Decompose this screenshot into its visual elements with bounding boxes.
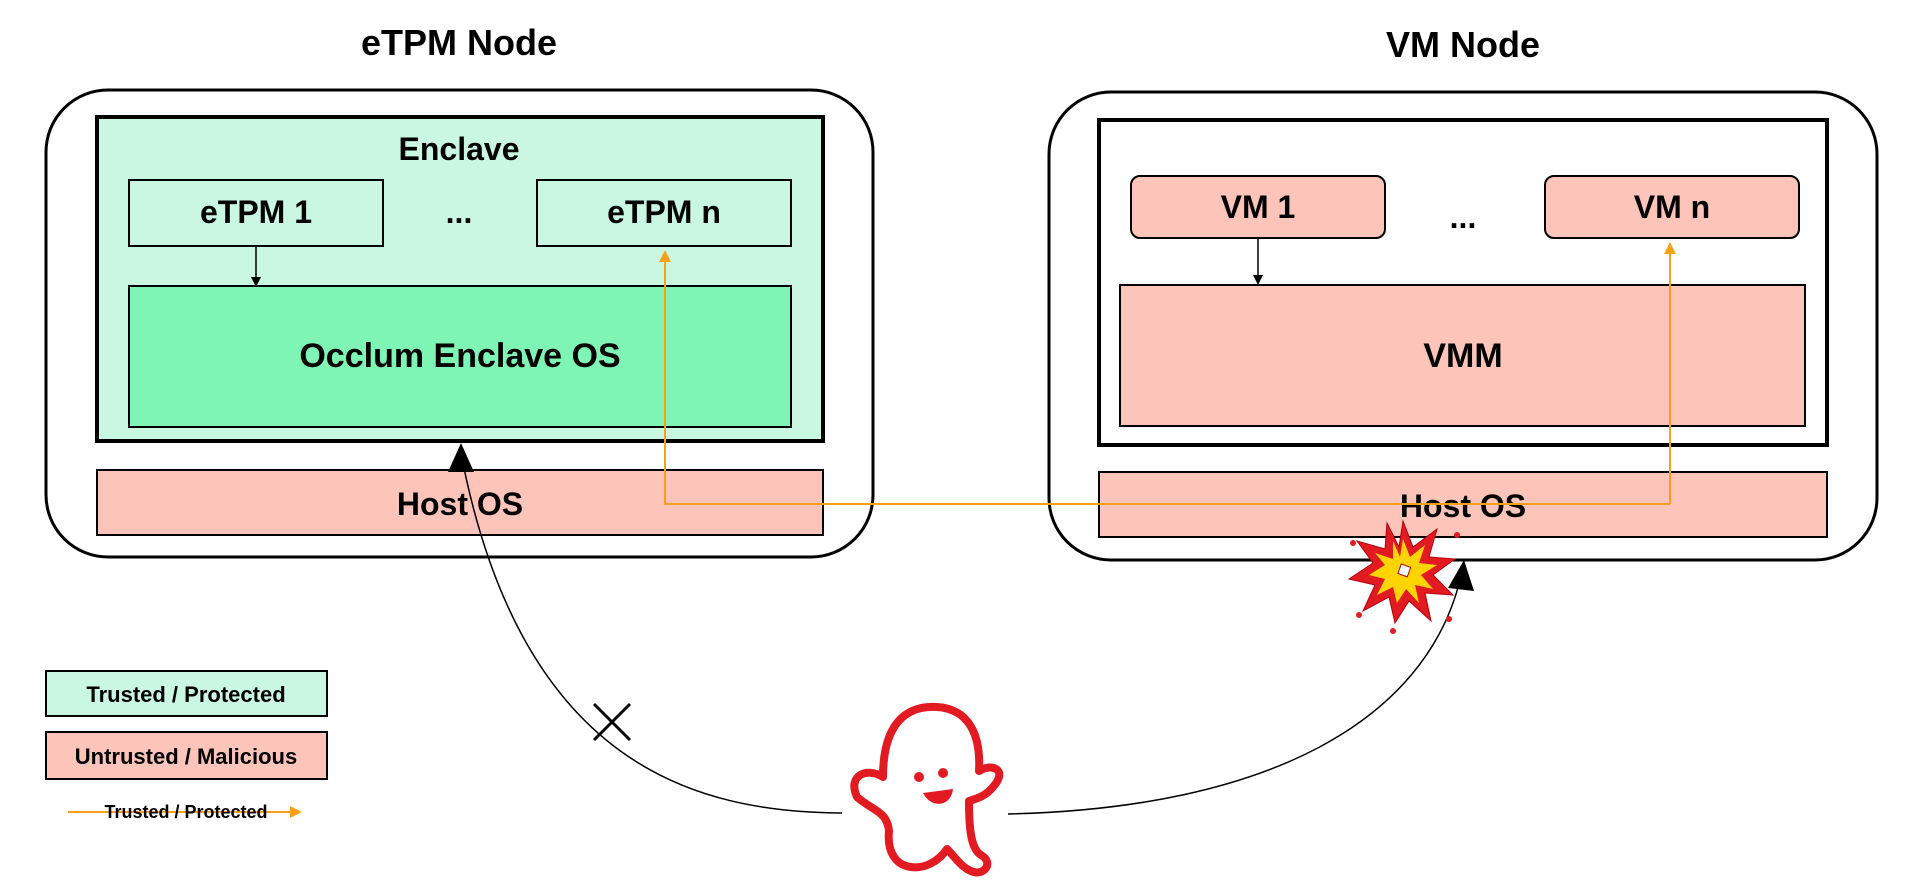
explosion-icon — [1347, 519, 1460, 634]
protected-channel-etpm-end — [659, 250, 1670, 505]
attack-path-successful — [1007, 579, 1461, 815]
legend-trusted-label: Trusted / Protected — [86, 682, 285, 707]
etpm-n-label: eTPM n — [607, 194, 721, 230]
etpm-1-box — [128, 179, 384, 247]
vm-node-title: VM Node — [1386, 24, 1540, 65]
etpm-host-os-box — [96, 469, 824, 536]
ghost-icon — [850, 702, 1004, 877]
vm-1-label: VM 1 — [1221, 189, 1296, 225]
occlum-enclave-os-box — [128, 285, 792, 428]
vmm-label: VMM — [1423, 337, 1502, 375]
attack-path-blocked — [459, 447, 843, 814]
vm-ellipsis: ... — [1450, 199, 1477, 235]
vmm-box — [1119, 284, 1806, 427]
vm-n-label: VM n — [1634, 189, 1710, 225]
etpm-ellipsis: ... — [446, 194, 473, 230]
etpm-1-label: eTPM 1 — [200, 194, 312, 230]
legend-trusted-swatch — [45, 670, 328, 717]
vm-host-os-label: Host OS — [1400, 488, 1526, 524]
cross-mark-icon — [592, 702, 632, 742]
attack-path-successful-arrowhead — [1448, 560, 1474, 591]
etpm-n-box — [536, 179, 792, 247]
occlum-enclave-os-label: Occlum Enclave OS — [299, 337, 620, 375]
etpm-host-os-label: Host OS — [397, 486, 523, 522]
legend-protected-arrow-label: Trusted / Protected — [104, 802, 267, 822]
attack-path-blocked-arrowhead — [448, 443, 474, 472]
vm-n-box — [1544, 175, 1800, 239]
legend-untrusted-swatch — [45, 731, 328, 780]
legend-untrusted-label: Untrusted / Malicious — [75, 744, 297, 769]
etpm-node-title: eTPM Node — [361, 22, 557, 63]
enclave-label: Enclave — [399, 131, 520, 167]
